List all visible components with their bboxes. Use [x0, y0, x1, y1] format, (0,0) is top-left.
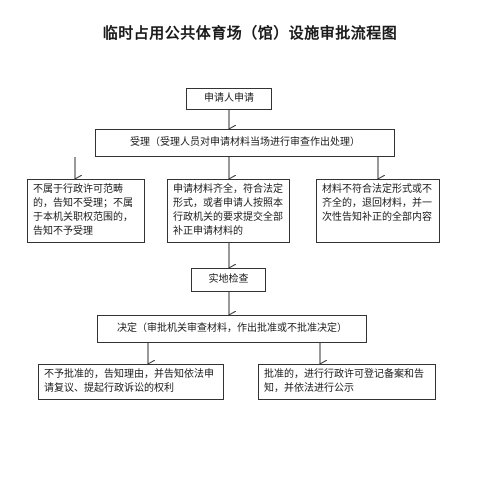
node-reject-scope: 不属于行政许可范畴的，告知不受理；不属于本机关职权范围的，告知不予受理 — [27, 179, 145, 243]
node-decision: 决定（审批机关审查材料，作出批准或不批准决定） — [97, 315, 367, 343]
node-incomplete: 材料不符合法定形式或不齐全的，退回材料，并一次性告知补正的全部内容 — [316, 179, 440, 243]
node-approved: 批准的，进行行政许可登记备案和告知，并依法进行公示 — [258, 364, 436, 400]
page-title: 临时占用公共体育场（馆）设施审批流程图 — [102, 24, 398, 42]
node-applicant: 申请人申请 — [186, 88, 272, 110]
node-accept: 受理（受理人员对申请材料当场进行审查作出处理） — [95, 129, 395, 157]
node-complete: 申请材料齐全，符合法定形式，或者申请人按照本行政机关的要求提交全部补正申请材料的 — [167, 179, 290, 243]
node-inspect: 实地检查 — [191, 268, 266, 292]
node-not-approved: 不予批准的，告知理由，并告知依法申请复议、提起行政诉讼的权利 — [38, 364, 224, 400]
